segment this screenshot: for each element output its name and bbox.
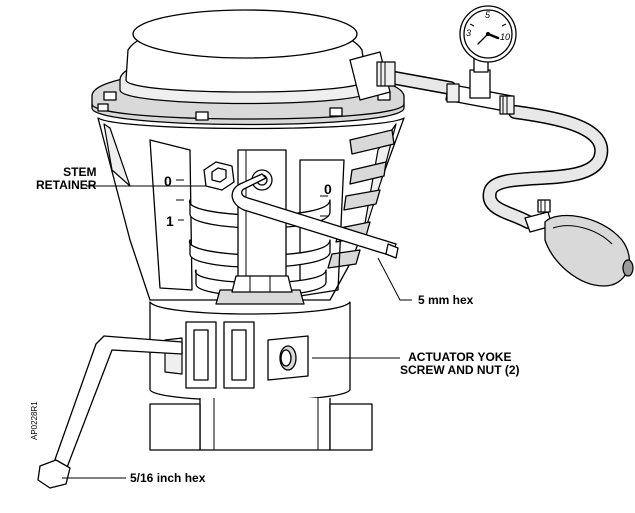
squeeze-bulb <box>524 199 634 287</box>
hex-key-5mm <box>231 173 399 259</box>
travel-scale: 0 1 0 <box>164 173 332 229</box>
valve-bonnet <box>149 398 373 451</box>
gauge-tick-10: 10 <box>500 32 510 42</box>
stem-connector <box>215 275 305 305</box>
actuator-cover <box>91 9 405 126</box>
stem-retainer-label: STEM RETAINER <box>36 166 96 192</box>
actuator-yoke-line2: SCREW AND NUT (2) <box>400 363 520 377</box>
tee-fitting <box>445 57 515 115</box>
actuator-yoke-line1: ACTUATOR YOKE <box>408 350 512 364</box>
scale-mark-0-left: 0 <box>164 173 172 189</box>
hex-key-5-16 <box>37 335 183 489</box>
actuator-yoke-label: ACTUATOR YOKE SCREW AND NUT (2) <box>400 351 520 377</box>
hex-5-16-label: 5/16 inch hex <box>130 471 206 485</box>
pressure-gauge: 3 5 10 <box>459 5 517 63</box>
gauge-tick-5: 5 <box>485 10 491 20</box>
figure-code: AP0228R1 <box>30 401 39 440</box>
air-hose <box>388 71 609 229</box>
scale-mark-1: 1 <box>166 213 174 229</box>
scale-mark-0-right: 0 <box>324 181 332 197</box>
leader-lines <box>62 185 412 479</box>
stem-retainer-line1: STEM <box>63 165 97 179</box>
stem-retainer-line2: RETAINER <box>36 178 97 192</box>
hex-5mm-label: 5 mm hex <box>418 293 474 307</box>
yoke-clamp <box>149 301 351 402</box>
gauge-tick-3: 3 <box>466 28 471 38</box>
